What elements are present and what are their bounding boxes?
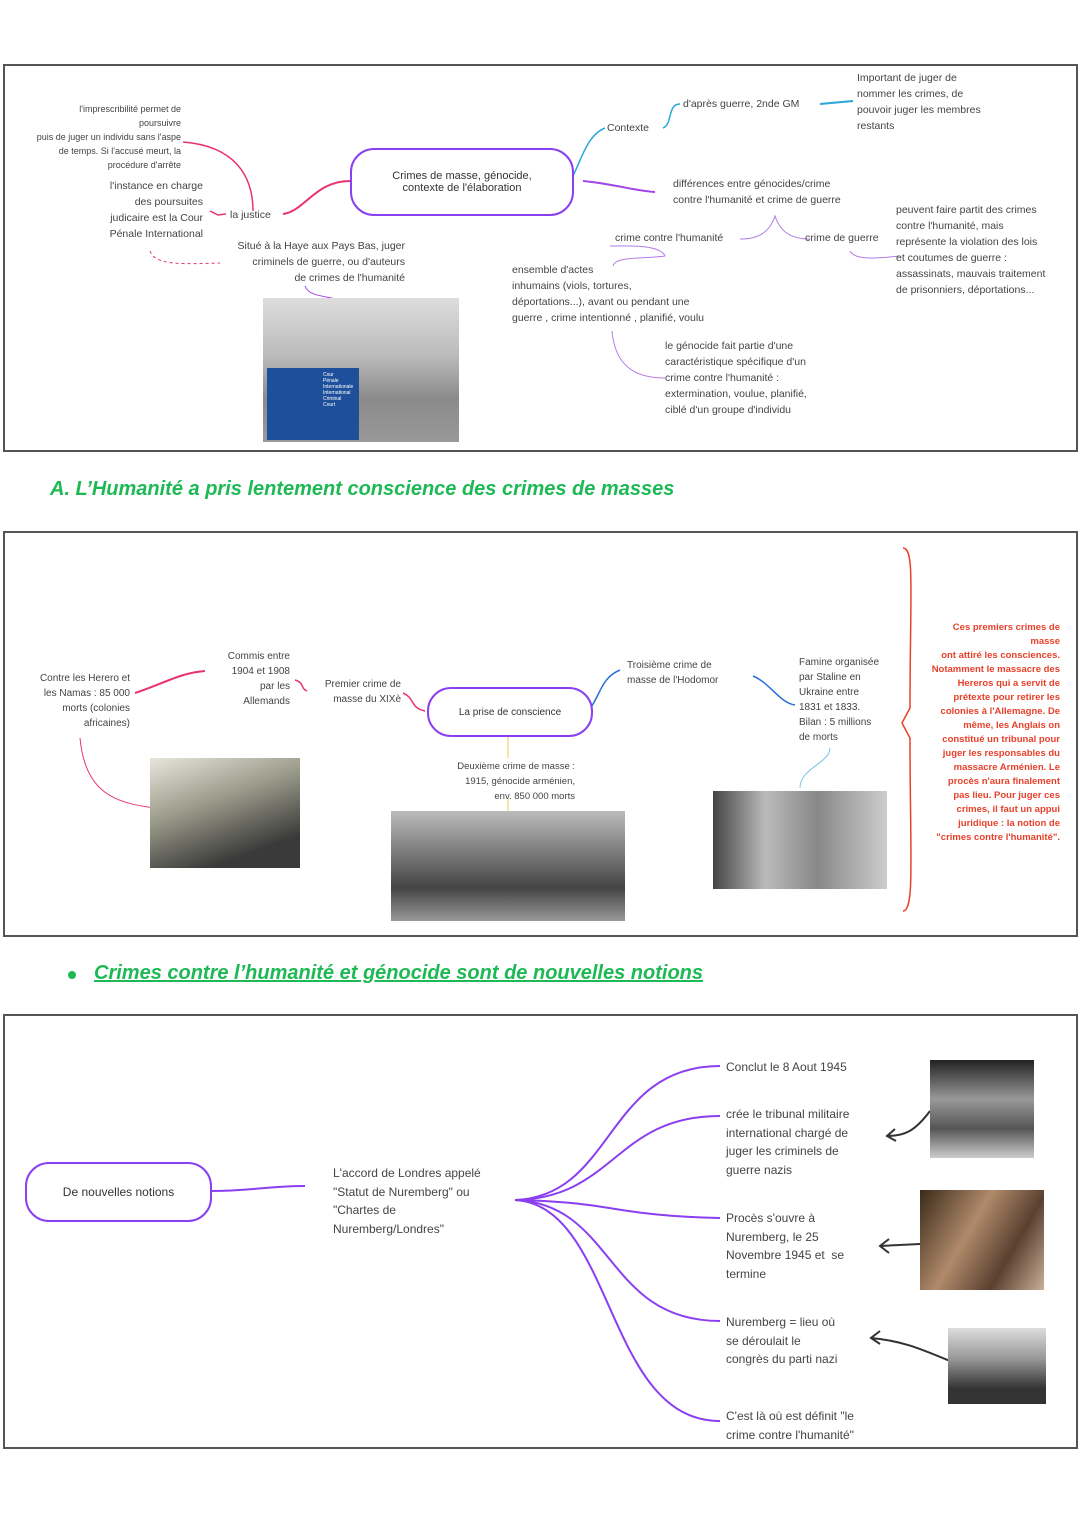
important-text: Important de juger de nommer les crimes,… [857,72,981,132]
differences-node: différences entre génocides/crime contre… [673,178,841,206]
haye-text: Situé à la Haye aux Pays Bas, juger crim… [237,240,405,284]
deuxieme-crime-text: Deuxième crime de masse : 1915, génocide… [457,761,575,802]
cpi-sign: Cour Pénale Internationale International… [267,368,359,440]
proces-photo [920,1190,1044,1290]
crime-contre-humanite-node: crime contre l'humanité [615,232,724,244]
herero-war-illustration [150,758,300,868]
branch-conclut: Conclut le 8 Aout 1945 [726,1060,847,1074]
mindmap-crimes-de-masse: l'imprescribilité permet de poursuivre p… [3,64,1078,452]
cpi-building-photo: Cour Pénale Internationale International… [263,298,459,442]
central-node: Crimes de masse, génocide, contexte de l… [350,148,574,216]
central-node: De nouvelles notions [25,1162,212,1222]
section-heading-b: Crimes contre l’humanité et génocide son… [94,962,703,984]
mindmap-nouvelles-notions: De nouvelles notions L'accord de Londres… [3,1014,1078,1449]
note-premiers-crimes: Ces premiers crimes de masse ont attiré … [931,622,1060,843]
famine-text: Famine organisée par Staline en Ukraine … [799,657,880,743]
commis-text: Commis entre 1904 et 1908 par les Allema… [227,651,290,707]
crime-de-guerre-node: crime de guerre [805,232,879,244]
connectors [209,1065,951,1422]
central-node: La prise de conscience [427,687,593,737]
crime-de-guerre-desc: peuvent faire partit des crimes contre l… [896,204,1046,296]
hodomor-children-photo [713,791,887,889]
section-heading-a: A. L’Humanité a pris lentement conscienc… [50,478,675,500]
apres-guerre-node: d'après guerre, 2nde GM [683,98,800,110]
branch-nuremberg-lieu: Nuremberg = lieu où se déroulait le cong… [726,1315,838,1366]
justice-node: la justice [230,209,271,221]
branch-proces: Procès s'ouvre à Nuremberg, le 25 Novemb… [726,1211,845,1281]
branch-tribunal: crée le tribunal militaire international… [726,1107,850,1177]
imprescriptibilite-text: l'imprescribilité permet de poursuivre p… [36,104,181,170]
herero-text: Contre les Herero et les Namas : 85 000 … [39,673,130,729]
premier-crime-node: Premier crime de masse du XIXè [324,679,401,705]
ensemble-text: ensemble d'actes inhumains (viols, tortu… [512,264,705,324]
contexte-node: Contexte [607,122,650,134]
tribunal-photo [930,1060,1034,1158]
instance-text: l'instance en charge des poursuites judi… [109,180,203,240]
bullet-icon [68,971,76,979]
armenian-genocide-photo [391,811,625,921]
mindmap-prise-de-conscience: Contre les Herero et les Namas : 85 000 … [3,531,1078,937]
branch-definition: C'est là où est définit "le crime contre… [726,1409,854,1442]
congres-nazi-photo [948,1328,1046,1404]
accord-londres-node: L'accord de Londres appelé "Statut de Nu… [333,1166,481,1236]
troisieme-crime-node: Troisième crime de masse de l'Hodomor [627,660,719,686]
genocide-text: le génocide fait partie d'une caractéris… [665,340,807,416]
